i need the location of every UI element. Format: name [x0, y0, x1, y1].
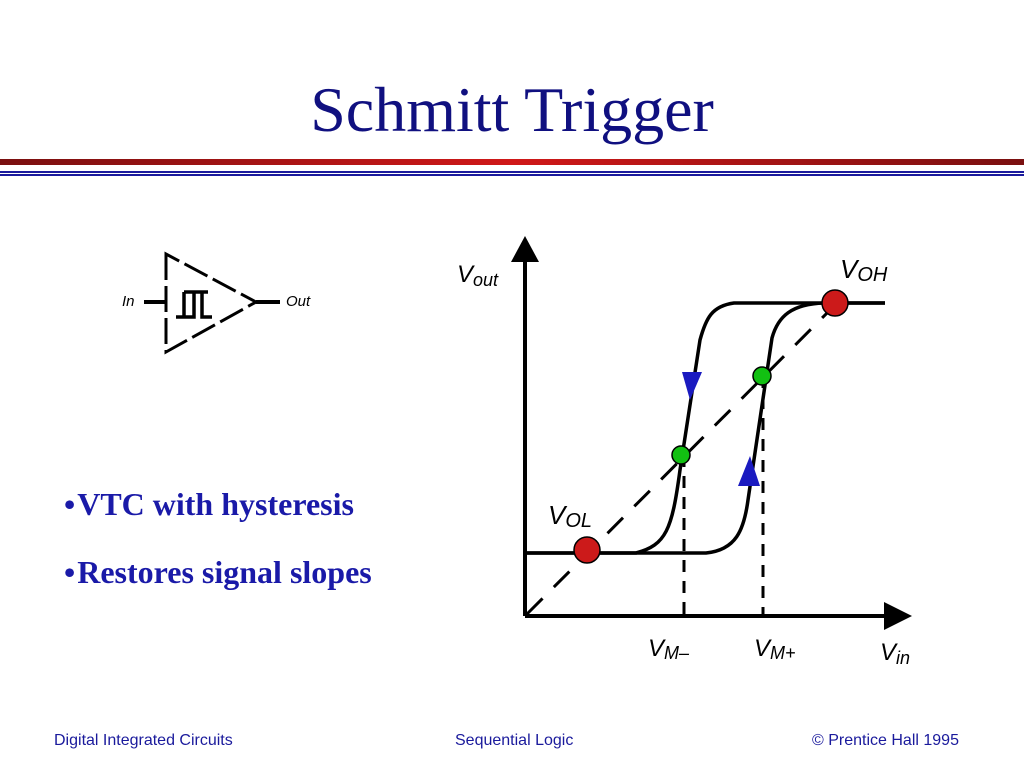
vm-plus-point	[752, 366, 772, 386]
bullet-text: VTC with hysteresis	[77, 486, 354, 522]
slide-title: Schmitt Trigger	[310, 74, 714, 145]
vm-minus-label: VM–	[648, 635, 690, 663]
vm-plus-label: VM+	[754, 635, 796, 663]
vol-point	[573, 536, 601, 564]
bullet-text: Restores signal slopes	[77, 554, 372, 590]
falling-transition-curve	[525, 301, 885, 555]
vol-label: VOL	[548, 500, 592, 532]
footer-copyright: © Prentice Hall 1995	[812, 732, 959, 749]
vm-minus-point	[671, 445, 691, 465]
x-axis-label: Vin	[880, 639, 910, 668]
y-axis-arrow	[511, 236, 539, 262]
bullet-list: •VTC with hysteresis •Restores signal sl…	[64, 480, 372, 616]
y-axis-label: Vout	[457, 261, 499, 290]
input-label: In	[122, 293, 135, 310]
down-direction-arrow	[682, 372, 702, 400]
bullet-item: •Restores signal slopes	[64, 554, 372, 590]
up-direction-arrow	[738, 456, 760, 486]
voh-label: VOH	[840, 254, 888, 286]
voh-point	[821, 289, 849, 317]
hysteresis-icon	[176, 290, 212, 319]
header-rule-red	[0, 159, 1024, 165]
output-label: Out	[286, 293, 311, 310]
rising-transition-curve	[525, 301, 885, 555]
x-axis-arrow	[884, 602, 912, 630]
buffer-triangle	[164, 251, 260, 355]
header-rule-gap	[0, 173, 1024, 174]
bullet-item: •VTC with hysteresis	[64, 486, 354, 522]
schmitt-trigger-symbol: In Out	[122, 251, 311, 355]
footer-course-title: Digital Integrated Circuits	[54, 732, 233, 749]
footer-chapter: Sequential Logic	[455, 732, 574, 749]
